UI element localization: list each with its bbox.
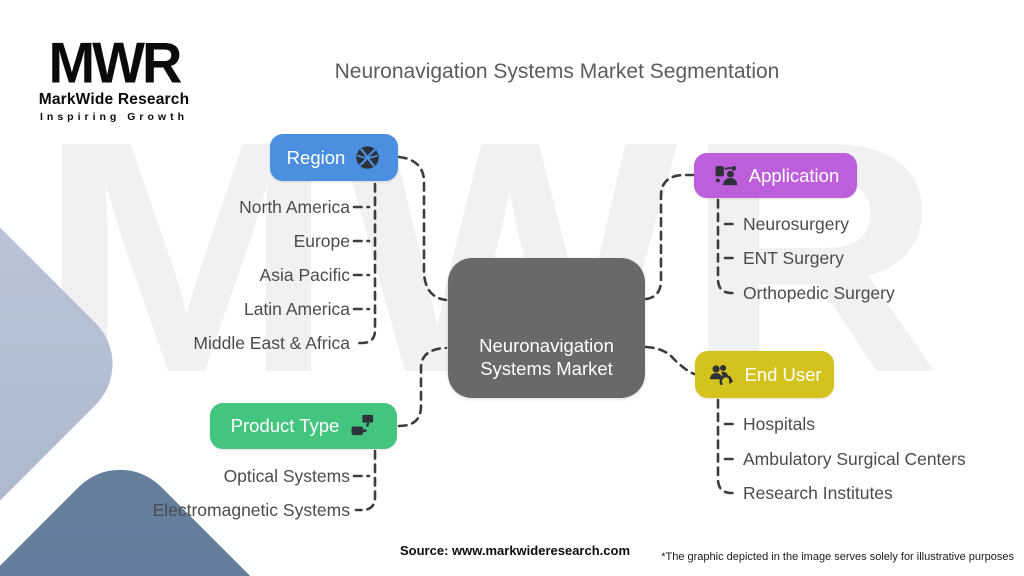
logo-name: MarkWide Research xyxy=(38,91,190,108)
page-title: Neuronavigation Systems Market Segmentat… xyxy=(334,60,780,83)
list-item-product-type: Electromagnetic Systems xyxy=(152,500,350,520)
center-market-label-line2: Systems Market xyxy=(480,358,613,379)
list-item-region: North America xyxy=(239,197,350,217)
equipment-icon xyxy=(348,412,376,440)
list-item-region: Latin America xyxy=(243,299,350,319)
segment-button-product-type[interactable]: Product Type xyxy=(210,403,397,449)
logo-tagline: Inspiring Growth xyxy=(40,111,188,123)
list-item-end-user: Research Institutes xyxy=(743,483,893,503)
list-item-application: Neurosurgery xyxy=(743,214,850,234)
source-text: Source: www.markwideresearch.com xyxy=(400,543,631,558)
segment-button-end-user[interactable]: End User xyxy=(695,351,834,398)
markwide-logo: MWR MarkWide Research Inspiring Growth xyxy=(28,30,200,123)
list-item-product-type: Optical Systems xyxy=(223,466,350,486)
list-item-end-user: Ambulatory Surgical Centers xyxy=(743,449,966,469)
list-item-end-user: Hospitals xyxy=(743,414,815,434)
segment-label-end-user: End User xyxy=(744,363,822,385)
segment-label-product-type: Product Type xyxy=(230,415,340,436)
list-item-region: Asia Pacific xyxy=(259,265,350,285)
segment-label-application: Application xyxy=(748,164,840,186)
list-item-region: Middle East & Africa xyxy=(193,333,350,353)
logo-acronym: MWR xyxy=(48,30,183,95)
services-person-icon xyxy=(712,162,740,190)
segment-label-region: Region xyxy=(286,146,346,168)
list-item-application: Orthopedic Surgery xyxy=(743,283,895,303)
segment-button-region[interactable]: Region xyxy=(270,134,398,181)
segment-button-application[interactable]: Application xyxy=(694,153,857,198)
list-item-application: ENT Surgery xyxy=(743,248,844,268)
disclaimer-text: *The graphic depicted in the image serve… xyxy=(661,551,1014,563)
users-sync-icon xyxy=(707,361,735,389)
globe-icon xyxy=(354,144,381,171)
center-market-label-line1: Neuronavigation xyxy=(479,335,614,356)
list-item-region: Europe xyxy=(293,231,350,251)
center-market-node: Neuronavigation Systems Market xyxy=(448,258,645,398)
